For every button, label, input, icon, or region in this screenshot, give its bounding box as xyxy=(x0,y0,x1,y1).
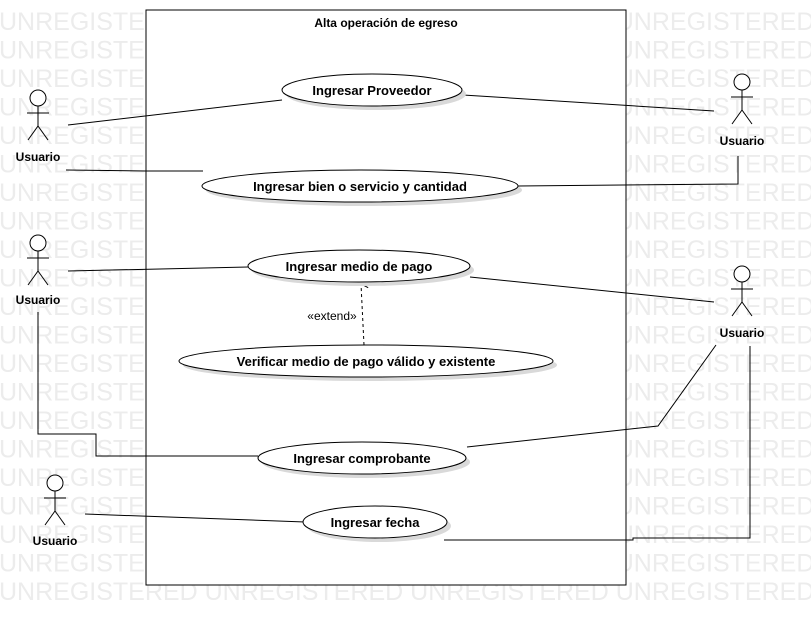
assoc-fecha-actor5 xyxy=(444,346,751,541)
actor-leg-left xyxy=(27,125,39,141)
actor-head xyxy=(733,73,751,91)
actor-leg-left xyxy=(44,510,56,526)
actor-leg-right xyxy=(741,109,753,125)
assoc-actor2-medio xyxy=(67,266,249,272)
assoc-medio-actor5 xyxy=(469,276,715,303)
associations xyxy=(37,94,751,541)
actor-head xyxy=(733,265,751,283)
actor-leg-right xyxy=(741,301,753,317)
use-case-label: Ingresar bien o servicio y cantidad xyxy=(253,179,467,194)
actor-usuario-left-bottom[interactable]: Usuario xyxy=(33,474,78,548)
actor-label: Usuario xyxy=(33,534,78,548)
actor-leg-right xyxy=(37,125,49,141)
actor-usuario-right-top[interactable]: Usuario xyxy=(720,73,765,148)
actor-usuario-left-top[interactable]: Usuario xyxy=(16,89,61,164)
system-title: Alta operación de egreso xyxy=(314,16,457,30)
use-case-ingresar-fecha[interactable]: Ingresar fecha xyxy=(302,505,451,542)
use-case-label: Verificar medio de pago válido y existen… xyxy=(237,354,496,369)
use-case-label: Ingresar comprobante xyxy=(293,451,430,466)
actor-usuario-left-middle[interactable]: Usuario xyxy=(16,234,61,307)
assoc-actor3-fecha xyxy=(84,513,306,523)
use-case-label: Ingresar Proveedor xyxy=(312,83,431,98)
assoc-comprobante-actor5 xyxy=(466,344,717,448)
actor-usuario-right-bottom[interactable]: Usuario xyxy=(720,265,765,340)
use-case-ingresar-comprobante[interactable]: Ingresar comprobante xyxy=(257,441,470,478)
actor-head xyxy=(29,89,47,107)
assoc-actor1-proveedor xyxy=(67,99,283,126)
assoc-bien-actor4 xyxy=(517,156,739,187)
actor-label: Usuario xyxy=(16,150,61,164)
actor-leg-left xyxy=(731,301,743,317)
assoc-proveedor-actor4 xyxy=(462,94,715,112)
actor-label: Usuario xyxy=(16,293,61,307)
use-case-label: Ingresar medio de pago xyxy=(286,259,433,274)
use-case-label: Ingresar fecha xyxy=(331,515,421,530)
use-case-verificar-medio-pago[interactable]: Verificar medio de pago válido y existen… xyxy=(178,344,557,381)
actor-label: Usuario xyxy=(720,326,765,340)
actor-label: Usuario xyxy=(720,134,765,148)
use-case-ingresar-proveedor[interactable]: Ingresar Proveedor xyxy=(281,73,466,110)
assoc-actor1-bien xyxy=(65,169,203,172)
actor-leg-right xyxy=(37,270,49,286)
actor-head xyxy=(29,234,47,252)
actor-leg-left xyxy=(731,109,743,125)
assoc-actor2-comprobante xyxy=(37,312,258,457)
actor-leg-right xyxy=(54,510,66,526)
use-case-ingresar-medio-pago[interactable]: Ingresar medio de pago xyxy=(247,249,474,286)
actor-leg-left xyxy=(27,270,39,286)
use-case-ingresar-bien[interactable]: Ingresar bien o servicio y cantidad xyxy=(201,169,522,206)
extend-arrow xyxy=(359,279,369,346)
extend-label: «extend» xyxy=(307,309,357,323)
actor-head xyxy=(46,474,64,492)
